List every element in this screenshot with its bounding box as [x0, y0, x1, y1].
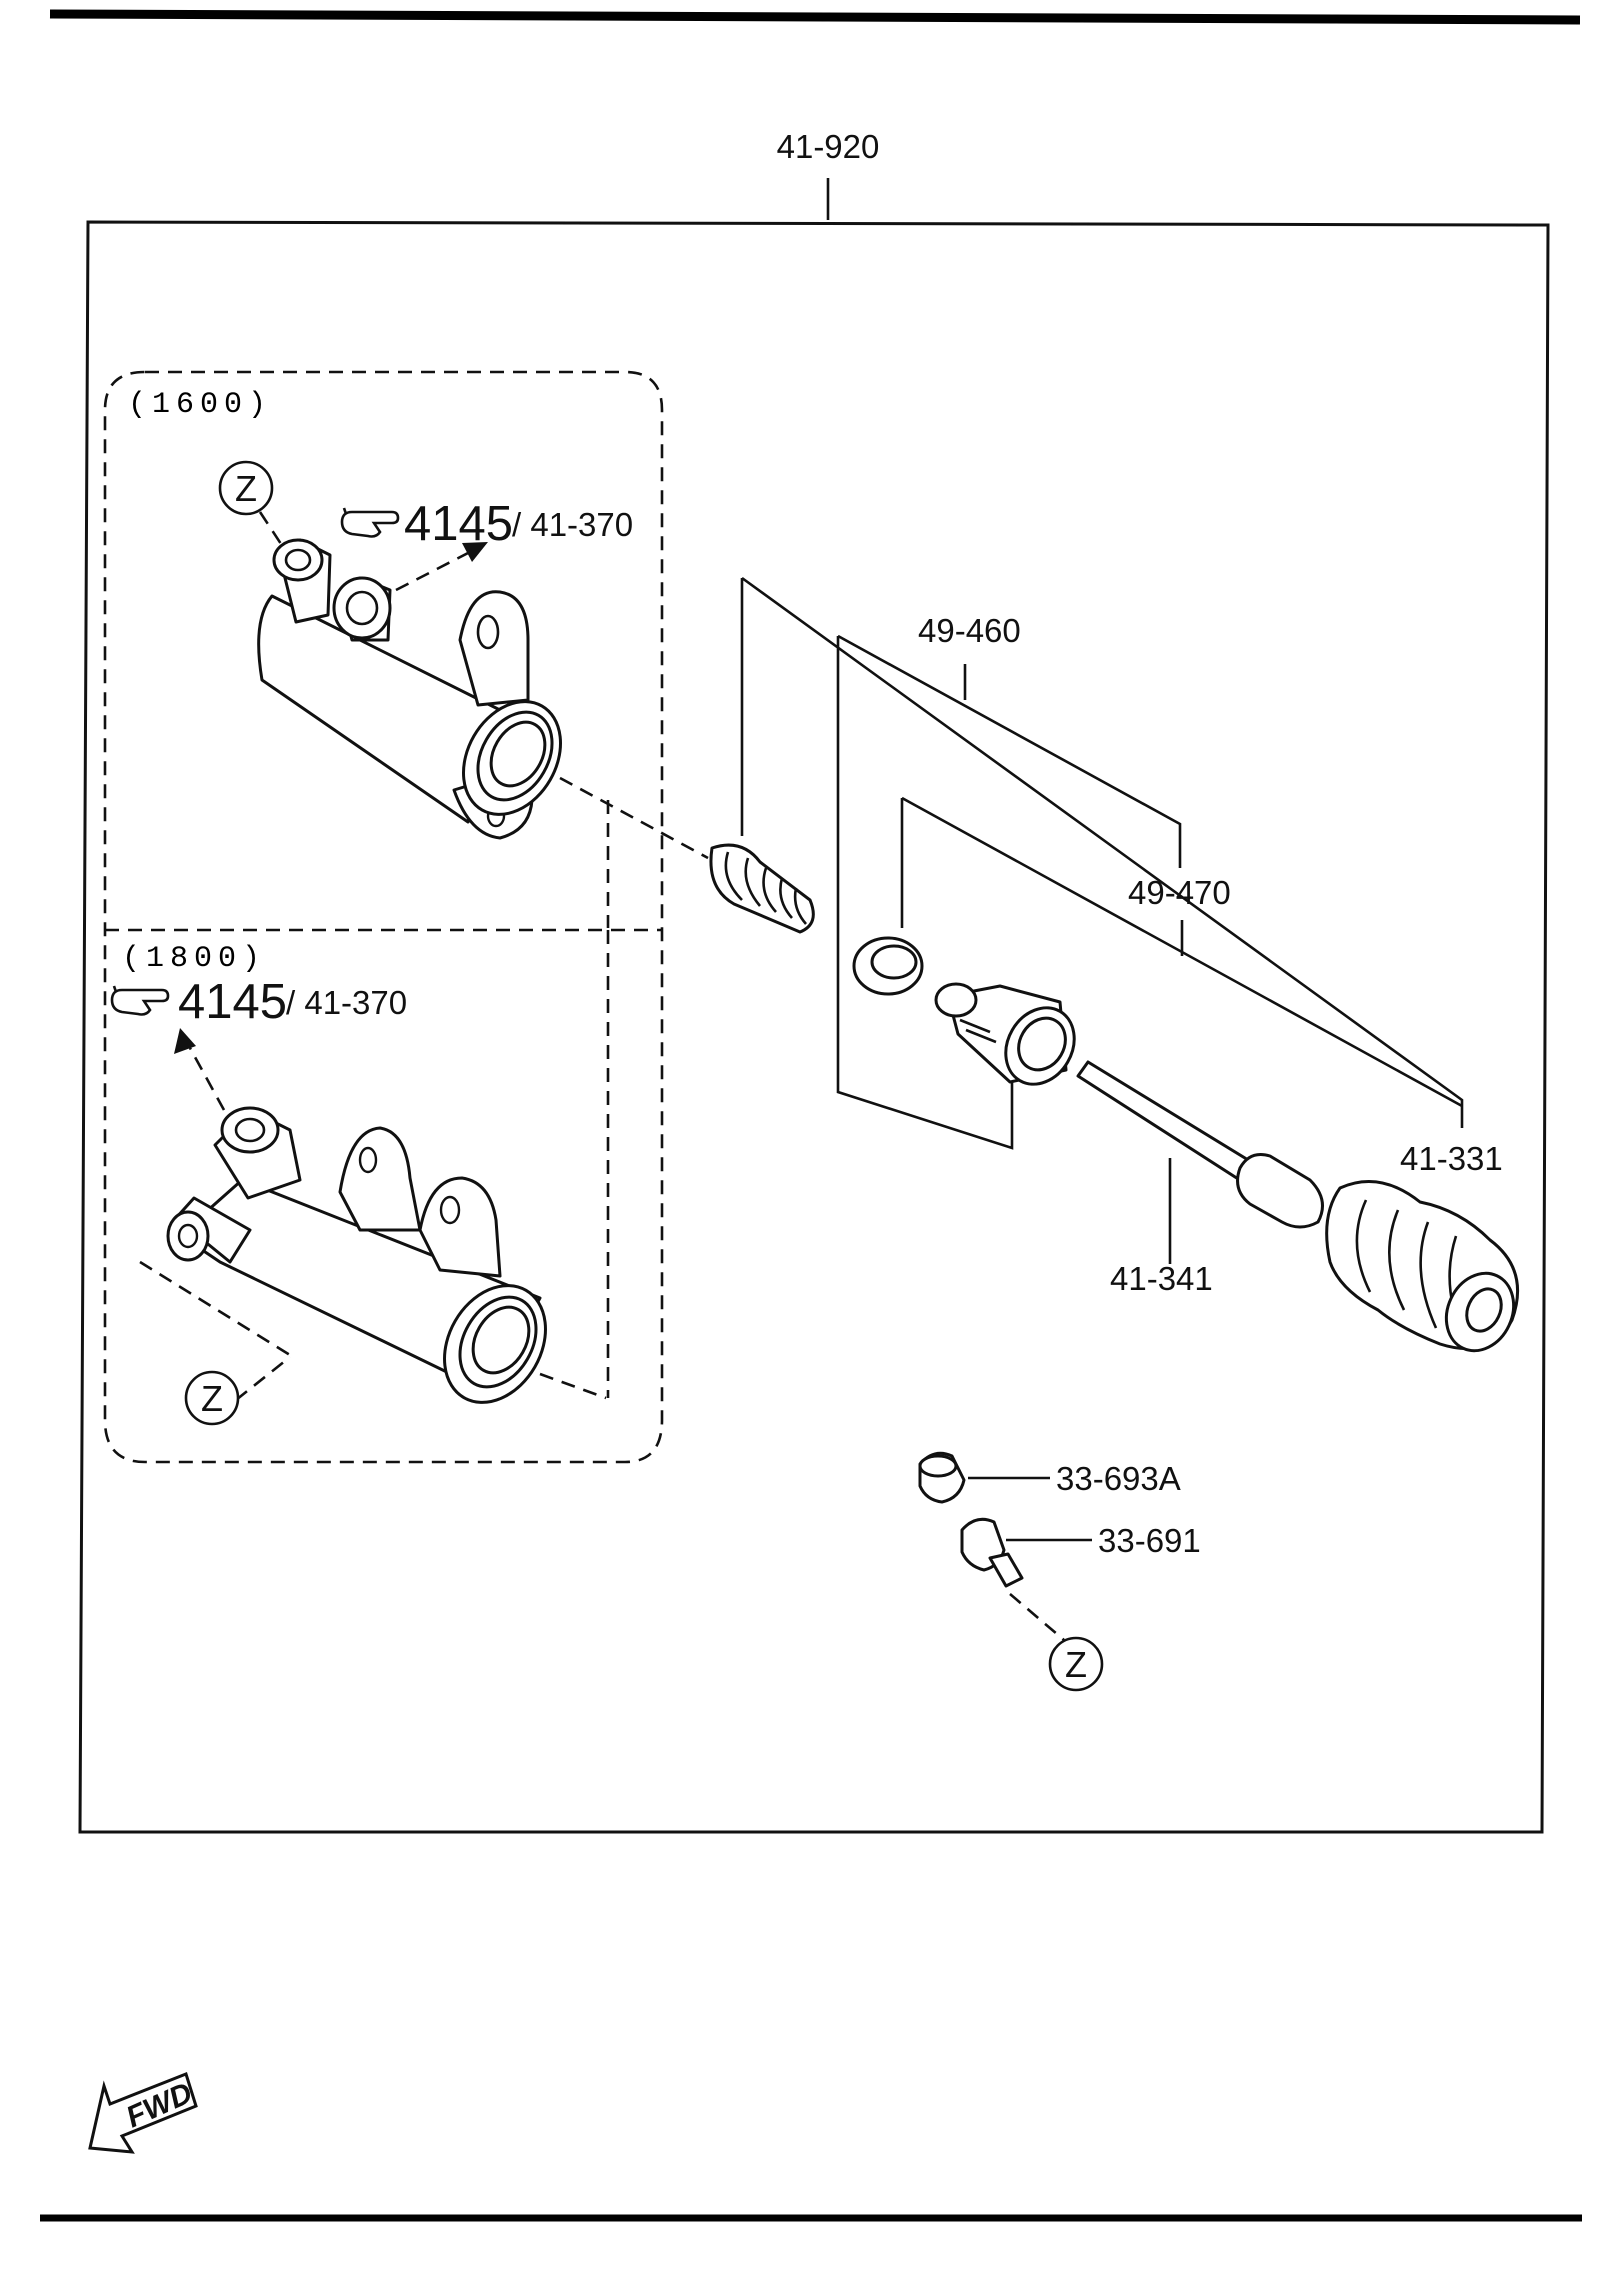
- label-49-470: 49-470: [1128, 874, 1231, 911]
- svg-text:Z: Z: [201, 1378, 223, 1419]
- cup-seal: [852, 936, 924, 996]
- label-41-920: 41-920: [777, 128, 880, 165]
- frame-49-460: [740, 576, 1464, 1150]
- label-49-460: 49-460: [918, 612, 1021, 649]
- push-rod: [1076, 1060, 1324, 1229]
- reference-upper: 4145 / 41-370: [340, 497, 633, 551]
- ref-page-lower: 4145: [178, 975, 287, 1029]
- z-mark-lower: Z: [184, 1370, 240, 1426]
- arrow-line-lower: [188, 1047, 226, 1111]
- frame-49-470: [900, 796, 1463, 1108]
- release-cylinder-1600: [257, 538, 562, 840]
- label-41-331: 41-331: [1400, 1140, 1503, 1177]
- piston: [934, 982, 1076, 1086]
- forward-arrow-icon: FWD: [88, 2072, 198, 2154]
- dash-screw-to-z: [1009, 1593, 1065, 1641]
- variant-label-1800: (1800): [122, 942, 266, 976]
- top-rule: [49, 9, 1581, 25]
- z-leader-upper: [258, 511, 287, 551]
- label-33-693A: 33-693A: [1056, 1460, 1181, 1497]
- variant-label-1600: (1600): [128, 388, 272, 422]
- kit-frame: [78, 220, 1550, 1834]
- return-spring: [709, 843, 815, 934]
- dash-upper-to-spring: [559, 776, 709, 860]
- variant-box: [103, 370, 664, 1464]
- svg-text:Z: Z: [235, 468, 257, 509]
- svg-text:Z: Z: [1065, 1644, 1087, 1685]
- ref-part-lower: / 41-370: [286, 984, 407, 1021]
- bleeder-cap: [918, 1451, 966, 1504]
- z-mark-upper: Z: [218, 460, 274, 516]
- pointing-hand-icon: [110, 985, 170, 1016]
- z-mark-screw: Z: [1048, 1636, 1104, 1692]
- reference-lower: 4145 / 41-370: [110, 975, 407, 1029]
- pointing-hand-icon: [340, 507, 400, 538]
- arrow-head-lower: [174, 1028, 196, 1054]
- ref-part-upper: / 41-370: [512, 506, 633, 543]
- release-cylinder-1800: [166, 1106, 547, 1404]
- dash-z-lower-2: [235, 1355, 291, 1402]
- arrow-head-upper: [462, 542, 488, 562]
- label-41-341: 41-341: [1110, 1260, 1213, 1297]
- dash-lower-bottom: [539, 1372, 607, 1400]
- bleeder-screw: [960, 1517, 1024, 1588]
- dash-z-lower-1: [139, 1260, 291, 1357]
- rubber-boot: [1325, 1180, 1520, 1353]
- label-33-691: 33-691: [1098, 1522, 1201, 1559]
- arrow-line-upper: [395, 550, 471, 592]
- ref-page-upper: 4145: [404, 497, 513, 551]
